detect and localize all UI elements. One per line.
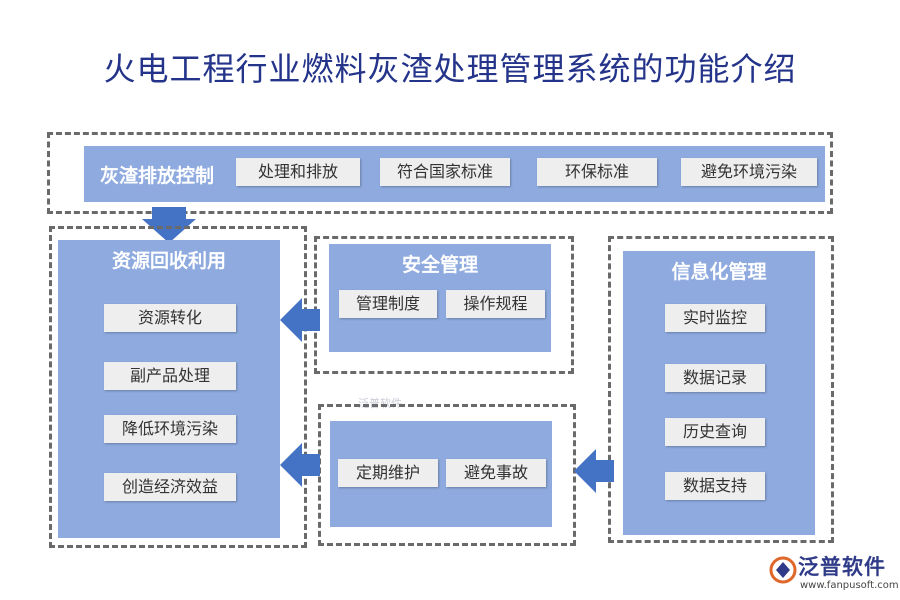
info-section-label: 信息化管理 [671, 261, 767, 283]
safety-item-1: 操作规程 [446, 290, 545, 318]
maintenance-item-0: 定期维护 [338, 459, 438, 487]
top-item-1: 符合国家标准 [380, 158, 510, 186]
page-title: 火电工程行业燃料灰渣处理管理系统的功能介绍 [103, 50, 797, 88]
left-arrow-icon [280, 298, 320, 342]
info-item-1: 数据记录 [665, 364, 765, 392]
down-arrow-icon [142, 207, 196, 243]
maintenance-section-panel: 定期维护 避免事故 [330, 421, 552, 527]
top-section-label: 灰渣排放控制 [100, 165, 215, 187]
info-item-3: 数据支持 [665, 472, 765, 500]
maintenance-item-1: 避免事故 [446, 459, 546, 487]
resource-section-panel: 资源回收利用 资源转化 副产品处理 降低环境污染 创造经济效益 [58, 240, 280, 538]
top-item-3: 避免环境污染 [681, 158, 817, 186]
top-section-panel: 灰渣排放控制 处理和排放 符合国家标准 环保标准 避免环境污染 [84, 146, 825, 202]
top-item-2: 环保标准 [537, 158, 657, 186]
top-section-frame [47, 132, 833, 214]
info-section-frame [608, 236, 834, 543]
info-section-panel: 信息化管理 实时监控 数据记录 历史查询 数据支持 [623, 251, 815, 535]
left-arrow-icon [574, 449, 614, 493]
safety-section-frame [314, 236, 574, 374]
resource-item-2: 降低环境污染 [104, 415, 236, 443]
resource-item-3: 创造经济效益 [104, 473, 236, 501]
brand-name: 泛普软件 [798, 555, 886, 579]
resource-section-frame [49, 226, 307, 548]
brand-url: www.fanpusoft.com [800, 580, 899, 591]
safety-section-panel: 安全管理 管理制度 操作规程 [329, 244, 551, 352]
safety-section-label: 安全管理 [401, 254, 478, 276]
resource-section-label: 资源回收利用 [111, 250, 226, 272]
left-arrow-icon [280, 443, 320, 487]
resource-item-1: 副产品处理 [104, 362, 236, 390]
info-item-2: 历史查询 [665, 418, 765, 446]
safety-item-0: 管理制度 [339, 290, 437, 318]
top-item-0: 处理和排放 [236, 158, 360, 186]
brand-logo-icon [769, 556, 797, 584]
resource-item-0: 资源转化 [104, 304, 236, 332]
info-item-0: 实时监控 [665, 304, 765, 332]
